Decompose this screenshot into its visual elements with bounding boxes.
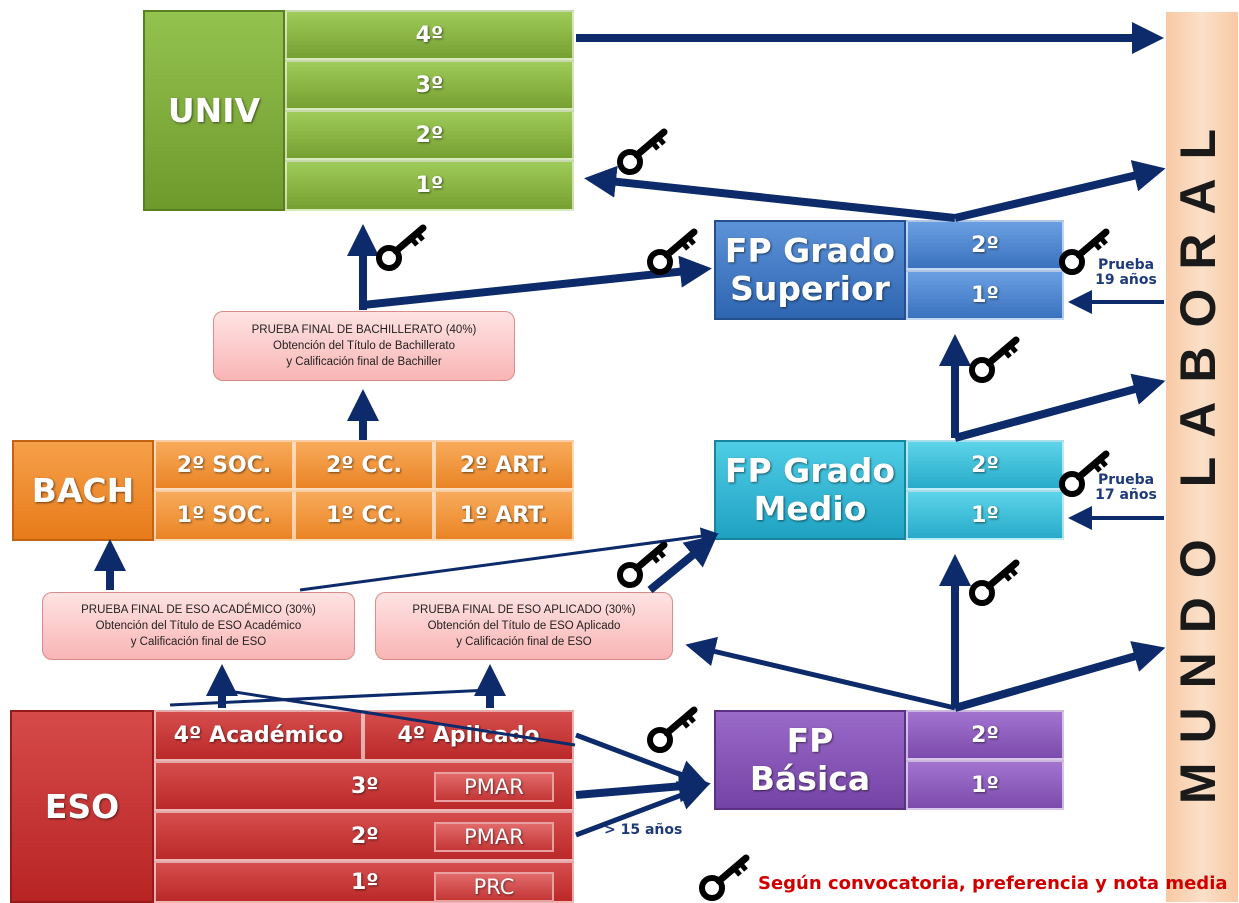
- prueba-19-line2: 19 años: [1095, 272, 1157, 288]
- arrow-eso-fpb-2: [575, 770, 711, 803]
- eso-title: ESO: [10, 710, 154, 903]
- arrow-bach-fps: [362, 255, 712, 309]
- edad-15-label: > 15 años: [604, 822, 683, 838]
- prueba-19-label: Prueba 19 años: [1087, 258, 1165, 288]
- key-icon: [972, 340, 1016, 380]
- fp-superior-course-1: 1º: [906, 270, 1064, 320]
- arrow-fpm-laboral: [953, 373, 1166, 442]
- bach-title: BACH: [12, 440, 154, 541]
- fp-basica-title-line1: FP: [786, 721, 834, 761]
- prueba-eso-aplicado-line1: PRUEBA FINAL DE ESO APLICADO (30%): [412, 604, 636, 616]
- prueba-eso-academico-line2: Obtención del Título de ESO Académico: [95, 620, 302, 632]
- prueba-eso-aplicado-line3: y Calificación final de ESO: [456, 636, 592, 648]
- arrow-fpb-prueba-aplicado: [685, 636, 956, 711]
- eso-program-2: PMAR: [434, 822, 554, 852]
- fp-basica-course-1: 1º: [906, 760, 1064, 810]
- eso-course-3: 3º: [351, 773, 379, 799]
- arrow-eso-fpb-1: [575, 732, 710, 789]
- arrow-fpb-laboral: [953, 641, 1166, 712]
- mundo-laboral-column: MUNDO LABORAL: [1166, 12, 1238, 902]
- fp-basica-course-2: 2º: [906, 710, 1064, 760]
- prueba-eso-academico-line3: y Calificación final de ESO: [130, 636, 267, 648]
- eso-program-3: PMAR: [434, 772, 554, 802]
- eso-4-academico: 4º Académico: [154, 710, 363, 761]
- arrow-fps-univ: [584, 165, 956, 222]
- prueba-17-label: Prueba 17 años: [1087, 473, 1165, 503]
- bach-1-soc: 1º SOC.: [154, 490, 294, 541]
- key-icon: [620, 545, 664, 585]
- fp-superior-title: FP Grado Superior: [714, 220, 906, 320]
- fp-basica-title: FP Básica: [714, 710, 906, 810]
- prueba-final-bachillerato: PRUEBA FINAL DE BACHILLERATO (40%) Obten…: [213, 311, 515, 381]
- fp-medio-title: FP Grado Medio: [714, 440, 906, 540]
- fp-superior-title-line1: FP Grado: [724, 231, 896, 271]
- univ-course-4: 4º: [285, 10, 574, 60]
- eso-course-1: 1º: [351, 869, 379, 895]
- fp-superior-course-2: 2º: [906, 220, 1064, 270]
- prueba-bach-line3: y Calificación final de Bachiller: [286, 356, 442, 368]
- univ-course-3: 3º: [285, 60, 574, 110]
- prueba-bach-line2: Obtención del Título de Bachillerato: [273, 340, 455, 352]
- fp-medio-course-2: 2º: [906, 440, 1064, 490]
- key-icon: [379, 228, 423, 268]
- univ-title: UNIV: [143, 10, 285, 211]
- bach-2-soc: 2º SOC.: [154, 440, 294, 490]
- prueba-eso-academico-line1: PRUEBA FINAL DE ESO ACADÉMICO (30%): [81, 604, 316, 616]
- key-icon: [972, 563, 1016, 603]
- fp-medio-title-line2: Medio: [753, 489, 867, 528]
- prueba-17-line2: 17 años: [1095, 487, 1157, 503]
- bach-2-art: 2º ART.: [434, 440, 574, 490]
- legend-text: Según convocatoria, preferencia y nota m…: [758, 873, 1228, 894]
- svg-text:MUNDO LABORAL: MUNDO LABORAL: [1170, 110, 1226, 804]
- prueba-final-eso-academico: PRUEBA FINAL DE ESO ACADÉMICO (30%) Obte…: [42, 592, 355, 660]
- fp-superior-title-line2: Superior: [730, 269, 890, 308]
- key-icon: [650, 710, 694, 750]
- bach-1-cc: 1º CC.: [294, 490, 434, 541]
- prueba-eso-aplicado-line2: Obtención del Título de ESO Aplicado: [427, 620, 621, 632]
- legend-key-icon: [702, 858, 746, 898]
- univ-course-2: 2º: [285, 110, 574, 160]
- prueba-final-eso-aplicado: PRUEBA FINAL DE ESO APLICADO (30%) Obten…: [375, 592, 673, 660]
- eso-4-aplicado: 4º Aplicado: [363, 710, 574, 761]
- prueba-17-line1: Prueba: [1097, 472, 1155, 488]
- bach-1-art: 1º ART.: [434, 490, 574, 541]
- arrow-fps-laboral: [954, 160, 1166, 222]
- univ-course-1: 1º: [285, 160, 574, 211]
- mundo-laboral-label: MUNDO LABORAL: [1170, 110, 1226, 804]
- fp-medio-course-1: 1º: [906, 490, 1064, 540]
- prueba-bach-line1: PRUEBA FINAL DE BACHILLERATO (40%): [251, 324, 477, 336]
- eso-program-1: PRC: [434, 872, 554, 902]
- arrow-academico-fpm: [299, 527, 719, 592]
- arrow-cross-2: [169, 688, 491, 707]
- fp-basica-title-line2: Básica: [749, 759, 871, 798]
- key-icon: [620, 132, 664, 172]
- key-icon: [650, 232, 694, 272]
- fp-medio-title-line1: FP Grado: [724, 451, 896, 491]
- bach-2-cc: 2º CC.: [294, 440, 434, 490]
- arrow-aplicado-fpm: [647, 534, 718, 594]
- prueba-19-line1: Prueba: [1097, 257, 1155, 273]
- eso-course-2: 2º: [351, 823, 379, 849]
